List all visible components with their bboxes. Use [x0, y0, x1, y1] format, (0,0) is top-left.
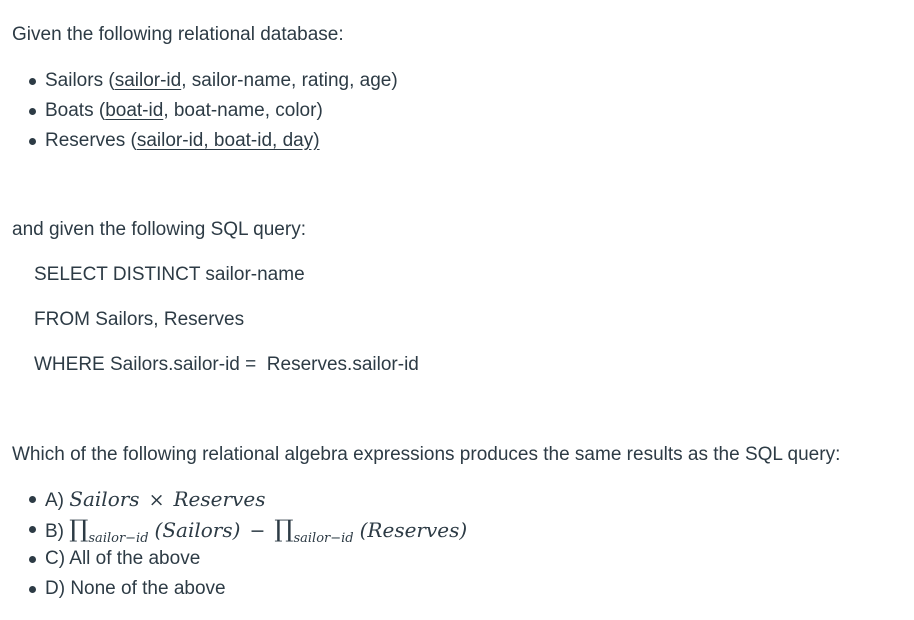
schema-item-sailors: Sailors (sailor-id, sailor-name, rating,… [0, 66, 398, 96]
relation-sailors: (Sailors) [154, 518, 241, 542]
primary-key: sailor-id, boat-id, day) [136, 130, 320, 151]
projection-operator: ∏ [69, 515, 89, 543]
projection-operator: ∏ [274, 515, 294, 543]
primary-key: boat-id [105, 100, 164, 121]
relation-sailors: Sailors [69, 487, 140, 511]
bullet-icon [29, 108, 36, 115]
sql-select-line: SELECT DISTINCT sailor-name [34, 264, 305, 285]
options-list: A) Sailors×Reserves B) ∏sailor−id(Sailor… [0, 484, 467, 604]
option-b: B) ∏sailor−id(Sailors)−∏sailor−id(Reserv… [0, 514, 468, 546]
cross-product-operator: × [148, 489, 165, 511]
bullet-icon [29, 526, 36, 533]
relation-reserves: Reserves [173, 487, 266, 511]
sql-where-line: WHERE Sailors.sailor-id = Reserves.sailo… [34, 354, 419, 375]
bullet-icon [29, 496, 36, 503]
option-c: C) All of the above [0, 544, 467, 574]
bullet-icon [29, 556, 36, 563]
relation-reserves: (Reserves) [359, 518, 468, 542]
bullet-icon [29, 138, 36, 145]
projection-attribute: sailor−id [88, 531, 149, 546]
schema-list: Sailors (sailor-id, sailor-name, rating,… [0, 66, 398, 156]
intro-text: Given the following relational database: [12, 24, 344, 45]
primary-key: sailor-id [114, 70, 182, 91]
sql-intro-text: and given the following SQL query: [12, 219, 306, 240]
option-d: D) None of the above [0, 574, 467, 604]
option-a: A) Sailors×Reserves [0, 484, 467, 514]
schema-item-boats: Boats (boat-id, boat-name, color) [0, 96, 398, 126]
difference-operator: − [249, 520, 266, 542]
schema-item-reserves: Reserves (sailor-id, boat-id, day) [0, 126, 398, 156]
projection-attribute: sailor−id [293, 531, 354, 546]
question-text: Which of the following relational algebr… [12, 444, 841, 465]
sql-from-line: FROM Sailors, Reserves [34, 309, 245, 330]
bullet-icon [29, 78, 36, 85]
bullet-icon [29, 586, 36, 593]
